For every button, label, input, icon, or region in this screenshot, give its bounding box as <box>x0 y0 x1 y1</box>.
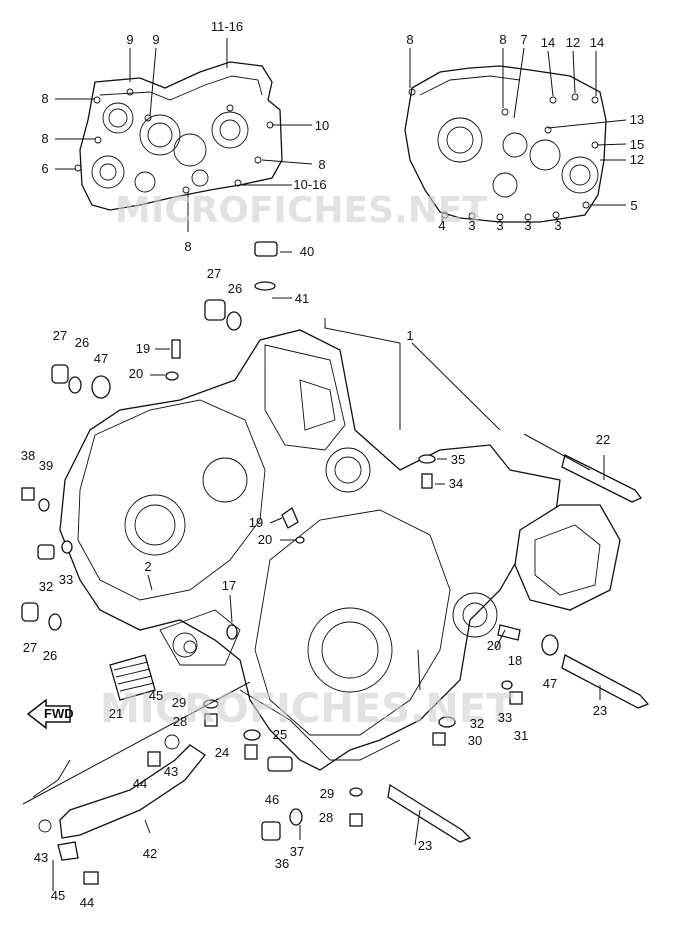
callout-label-1: 9 <box>126 32 133 47</box>
callout-label-31: 26 <box>75 335 89 350</box>
callout-label-46: 27 <box>23 640 37 655</box>
right-case-inset <box>404 65 607 223</box>
callout-label-51: 23 <box>593 703 607 718</box>
callout-label-43: 33 <box>59 572 73 587</box>
callout-label-29: 1 <box>406 328 413 343</box>
callout-label-5: 8 <box>318 157 325 172</box>
callout-label-67: 42 <box>143 846 157 861</box>
callout-label-12: 7 <box>520 32 527 47</box>
callout-label-50: 47 <box>543 676 557 691</box>
callout-label-8: 10-16 <box>293 177 326 192</box>
callout-label-17: 15 <box>630 137 644 152</box>
callout-label-7: 8 <box>41 131 48 146</box>
callout-label-65: 29 <box>320 786 334 801</box>
callout-label-45: 17 <box>222 578 236 593</box>
callout-label-36: 35 <box>451 452 465 467</box>
main-crankcase <box>21 241 650 885</box>
callout-label-41: 20 <box>258 532 272 547</box>
callout-label-48: 20 <box>487 638 501 653</box>
callout-label-53: 21 <box>109 706 123 721</box>
callout-label-21: 3 <box>468 218 475 233</box>
callout-label-16: 13 <box>630 112 644 127</box>
callout-label-14: 12 <box>566 35 580 50</box>
fwd-arrow: FWD <box>26 698 74 730</box>
fwd-label: FWD <box>44 706 74 721</box>
callout-label-15: 14 <box>590 35 604 50</box>
callout-label-18: 12 <box>630 152 644 167</box>
callout-label-32: 47 <box>94 351 108 366</box>
callout-label-40: 19 <box>249 515 263 530</box>
callout-label-69: 37 <box>290 844 304 859</box>
callout-label-62: 43 <box>164 764 178 779</box>
callout-label-10: 8 <box>406 32 413 47</box>
callout-label-52: 45 <box>149 688 163 703</box>
callout-label-61: 24 <box>215 745 229 760</box>
callout-label-73: 44 <box>80 895 94 910</box>
callout-label-72: 45 <box>51 888 65 903</box>
callout-label-6: 6 <box>41 161 48 176</box>
callout-label-70: 36 <box>275 856 289 871</box>
callout-label-37: 34 <box>449 476 463 491</box>
callout-label-54: 28 <box>173 714 187 729</box>
callout-label-11: 8 <box>499 32 506 47</box>
callout-label-38: 38 <box>21 448 35 463</box>
callout-label-64: 46 <box>265 792 279 807</box>
watermark-bottom: MICROFICHES.NET <box>100 686 514 732</box>
callout-label-60: 25 <box>273 727 287 742</box>
callout-label-68: 43 <box>34 850 48 865</box>
callout-label-19: 5 <box>630 198 637 213</box>
callout-label-55: 29 <box>172 695 186 710</box>
callout-label-57: 31 <box>514 728 528 743</box>
callout-label-13: 14 <box>541 35 555 50</box>
callout-label-27: 40 <box>300 244 314 259</box>
callout-label-39: 39 <box>39 458 53 473</box>
callout-label-66: 28 <box>319 810 333 825</box>
callout-label-4: 10 <box>315 118 329 133</box>
callout-label-47: 26 <box>43 648 57 663</box>
callout-label-58: 32 <box>470 716 484 731</box>
callout-label-59: 30 <box>468 733 482 748</box>
callout-label-20: 4 <box>438 218 445 233</box>
callout-label-24: 3 <box>554 218 561 233</box>
callout-label-22: 3 <box>496 218 503 233</box>
callout-label-35: 22 <box>596 432 610 447</box>
callout-label-23: 3 <box>524 218 531 233</box>
callout-label-44: 2 <box>144 559 151 574</box>
callout-label-25: 27 <box>207 266 221 281</box>
callout-label-0: 11-16 <box>211 19 243 34</box>
callout-label-28: 41 <box>295 291 309 306</box>
callout-label-63: 44 <box>133 776 147 791</box>
callout-label-26: 26 <box>228 281 242 296</box>
left-case-inset <box>74 61 283 211</box>
watermark-top: MICROFICHES.NET <box>115 190 487 231</box>
callout-label-9: 8 <box>184 239 191 254</box>
callout-label-34: 20 <box>129 366 143 381</box>
callout-label-42: 32 <box>39 579 53 594</box>
callout-label-56: 33 <box>498 710 512 725</box>
callout-label-71: 23 <box>418 838 432 853</box>
leader-lines <box>22 38 627 891</box>
callout-label-30: 27 <box>53 328 67 343</box>
callout-label-2: 9 <box>152 32 159 47</box>
callout-label-33: 19 <box>136 341 150 356</box>
callout-label-3: 8 <box>41 91 48 106</box>
callout-label-49: 18 <box>508 653 522 668</box>
